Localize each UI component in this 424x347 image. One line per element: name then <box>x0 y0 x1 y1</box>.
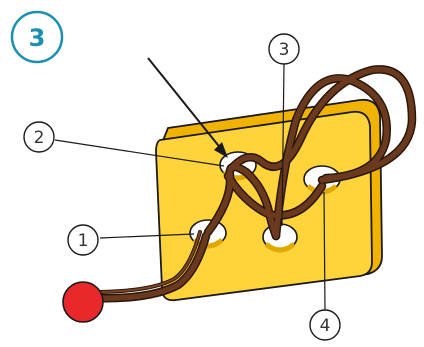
callout-label-2: 2 <box>34 128 45 148</box>
callout-label-1: 1 <box>78 231 89 251</box>
callout-leaders <box>54 63 326 311</box>
pointer-arrow-icon <box>147 57 228 158</box>
callout-label-4: 4 <box>320 316 331 336</box>
callout-4: 4 <box>309 309 341 341</box>
callout-label-3: 3 <box>279 40 290 60</box>
step-number: 3 <box>29 24 46 52</box>
string <box>87 65 417 303</box>
step-badge: 3 <box>10 10 64 64</box>
callout-1: 1 <box>67 224 99 256</box>
callout-2: 2 <box>23 121 55 153</box>
red-bead-icon <box>62 281 104 323</box>
callout-3: 3 <box>268 33 300 65</box>
